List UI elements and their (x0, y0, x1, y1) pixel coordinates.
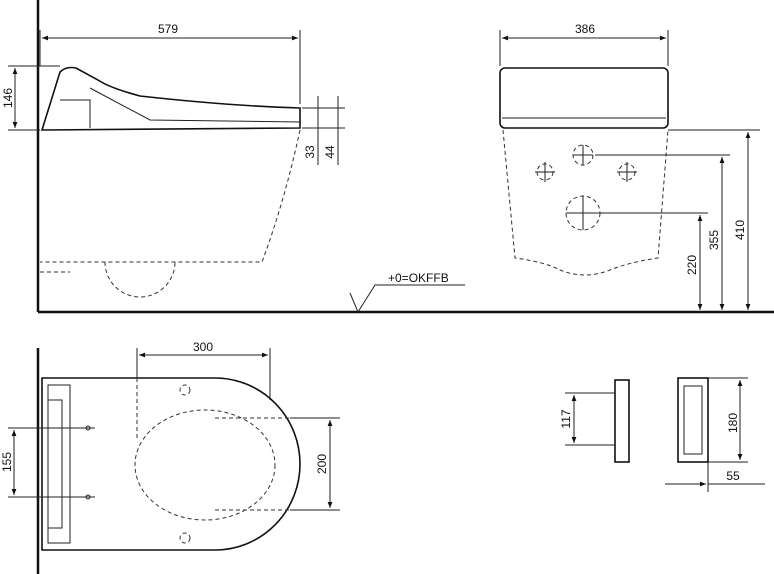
floor-label: +0=OKFFB (388, 271, 449, 285)
bracket-views: 117 180 55 (559, 377, 765, 492)
dim-label-410: 410 (733, 220, 747, 240)
plan-view: 300 155 200 (0, 340, 340, 574)
seat-front (499, 67, 669, 129)
bracket-front (677, 377, 709, 463)
dim-label-200: 200 (315, 454, 329, 474)
dim-label-386: 386 (575, 22, 595, 36)
dim-label-300: 300 (193, 340, 213, 354)
bowl-hidden-outline (40, 129, 301, 298)
dim-label-117: 117 (559, 409, 573, 428)
dim-label-155: 155 (0, 452, 14, 472)
dim-label-355: 355 (707, 230, 721, 250)
seat-detail (60, 87, 301, 128)
seat-profile (40, 66, 301, 131)
dim-label-146: 146 (1, 88, 15, 108)
bracket-side (614, 379, 630, 463)
dim-label-44: 44 (323, 145, 337, 159)
seat-plan-outline (41, 377, 301, 551)
dim-label-33: 33 (303, 145, 317, 159)
bowl-opening (134, 409, 276, 521)
dim-label-579: 579 (158, 22, 178, 36)
dim-label-220: 220 (685, 255, 699, 275)
dim-label-180: 180 (726, 413, 740, 433)
front-view: 386 410 355 220 (499, 22, 760, 310)
dim-label-55: 55 (726, 469, 740, 483)
floor-reference: +0=OKFFB (349, 271, 465, 314)
side-view: 579 146 33 44 (1, 0, 774, 314)
bowl-front-hidden (502, 129, 669, 276)
